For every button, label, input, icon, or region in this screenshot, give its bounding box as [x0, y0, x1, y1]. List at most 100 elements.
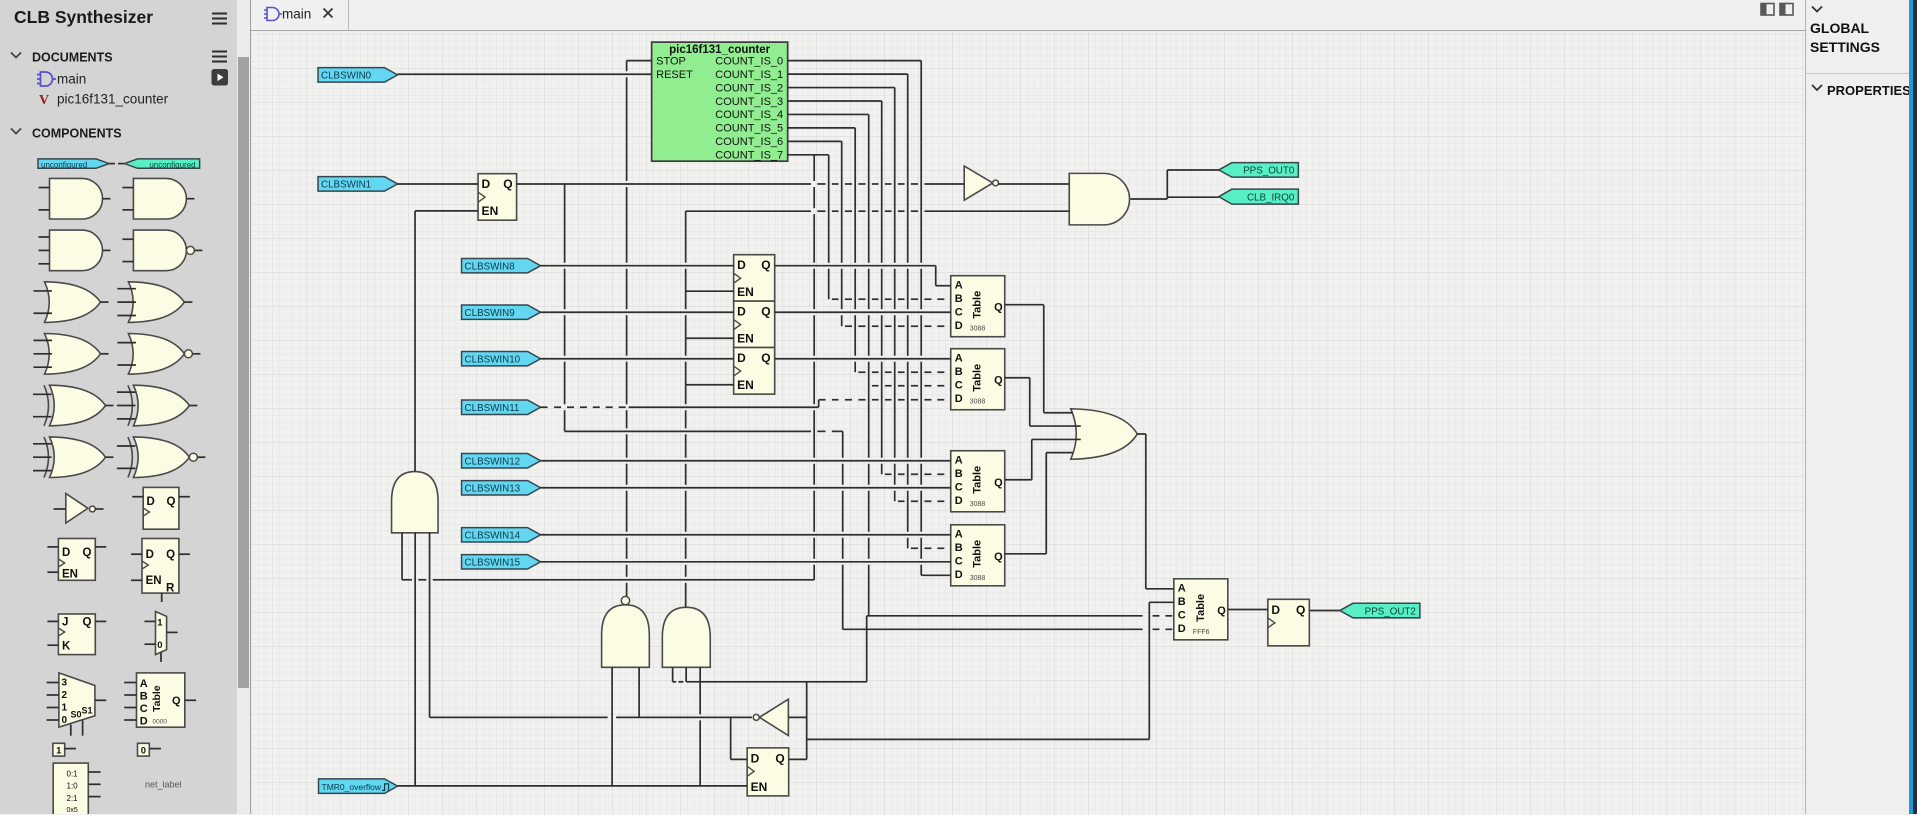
svg-text:GLOBAL: GLOBAL	[1810, 20, 1870, 36]
svg-text:STOP: STOP	[656, 55, 686, 67]
svg-text:EN: EN	[737, 331, 754, 345]
svg-text:D: D	[140, 716, 148, 728]
svg-text:A: A	[140, 678, 148, 690]
svg-text:unconfigured: unconfigured	[149, 160, 195, 169]
svg-text:D: D	[737, 304, 746, 318]
svg-text:1: 1	[56, 745, 62, 756]
svg-text:D: D	[146, 549, 154, 561]
svg-text:EN: EN	[146, 575, 162, 587]
svg-text:main: main	[57, 72, 86, 87]
svg-text:Q: Q	[167, 496, 176, 508]
svg-text:0: 0	[141, 745, 146, 756]
svg-text:COUNT_IS_5: COUNT_IS_5	[715, 122, 783, 134]
svg-text:1: 1	[157, 617, 163, 628]
svg-text:pic16f131_counter: pic16f131_counter	[57, 92, 169, 107]
svg-text:COUNT_IS_0: COUNT_IS_0	[715, 55, 783, 67]
svg-text:1:0: 1:0	[67, 782, 79, 791]
svg-text:SETTINGS: SETTINGS	[1810, 39, 1880, 55]
svg-text:Q: Q	[994, 476, 1003, 488]
svg-text:R: R	[166, 583, 175, 595]
svg-text:COUNT_IS_2: COUNT_IS_2	[715, 82, 783, 94]
svg-text:3: 3	[62, 678, 68, 689]
svg-text:D: D	[1271, 602, 1280, 616]
svg-text:C: C	[1177, 609, 1185, 621]
svg-text:COUNT_IS_1: COUNT_IS_1	[715, 68, 783, 80]
svg-text:main: main	[282, 7, 311, 22]
svg-text:Table: Table	[971, 363, 983, 391]
svg-text:Q: Q	[775, 751, 784, 765]
svg-text:2:1: 2:1	[67, 794, 79, 803]
svg-text:CLBSWIN12: CLBSWIN12	[464, 456, 520, 467]
svg-text:RESET: RESET	[656, 69, 693, 81]
svg-text:C: C	[140, 703, 148, 715]
svg-text:COUNT_IS_7: COUNT_IS_7	[715, 149, 783, 161]
svg-text:PPS_OUT2: PPS_OUT2	[1364, 606, 1415, 617]
svg-text:Q: Q	[166, 549, 175, 561]
svg-text:3088: 3088	[969, 398, 985, 405]
svg-text:CLBSWIN10: CLBSWIN10	[464, 354, 520, 365]
svg-text:Q: Q	[83, 547, 92, 559]
svg-text:B: B	[1177, 596, 1185, 608]
svg-text:CLB_IRQ0: CLB_IRQ0	[1246, 192, 1294, 203]
svg-text:3088: 3088	[969, 574, 985, 581]
svg-text:C: C	[954, 306, 962, 318]
svg-text:3088: 3088	[969, 325, 985, 332]
svg-text:PROPERTIES: PROPERTIES	[1827, 83, 1910, 98]
svg-text:COUNT_IS_6: COUNT_IS_6	[715, 136, 783, 148]
svg-text:A: A	[954, 352, 962, 364]
svg-text:D: D	[954, 320, 962, 332]
svg-text:Table: Table	[1194, 593, 1206, 621]
svg-text:0:1: 0:1	[67, 769, 79, 778]
svg-text:pic16f131_counter: pic16f131_counter	[669, 44, 771, 56]
svg-text:CLBSWIN11: CLBSWIN11	[464, 402, 519, 413]
svg-text:0: 0	[62, 715, 68, 726]
svg-text:Q: Q	[994, 374, 1003, 386]
svg-text:CLBSWIN0: CLBSWIN0	[321, 70, 372, 81]
svg-text:net_label: net_label	[145, 779, 182, 789]
svg-text:CLBSWIN9: CLBSWIN9	[464, 307, 514, 318]
svg-text:0000: 0000	[153, 719, 168, 726]
svg-text:V: V	[39, 93, 49, 108]
svg-text:EN: EN	[750, 779, 767, 793]
svg-text:FFF6: FFF6	[1192, 628, 1209, 635]
svg-text:COUNT_IS_4: COUNT_IS_4	[715, 109, 783, 121]
svg-text:2: 2	[62, 690, 68, 701]
svg-text:EN: EN	[481, 204, 498, 218]
svg-text:EN: EN	[737, 378, 754, 392]
svg-text:EN: EN	[62, 569, 78, 581]
svg-text:Q: Q	[761, 351, 770, 365]
svg-text:J: J	[62, 617, 68, 629]
svg-text:A: A	[954, 279, 962, 291]
svg-text:A: A	[1177, 582, 1185, 594]
svg-text:Q: Q	[1217, 604, 1226, 616]
svg-text:CLBSWIN13: CLBSWIN13	[464, 483, 520, 494]
svg-text:B: B	[954, 293, 962, 305]
svg-text:D: D	[954, 495, 962, 507]
svg-text:C: C	[954, 379, 962, 391]
svg-text:0x5: 0x5	[67, 807, 78, 814]
svg-text:Q: Q	[994, 550, 1003, 562]
svg-text:CLBSWIN8: CLBSWIN8	[464, 261, 515, 272]
svg-text:S1: S1	[82, 706, 93, 716]
svg-text:Table: Table	[151, 685, 163, 712]
svg-text:A: A	[954, 454, 962, 466]
svg-text:D: D	[62, 547, 70, 559]
svg-text:D: D	[147, 496, 155, 508]
svg-text:Q: Q	[761, 304, 770, 318]
svg-text:B: B	[954, 468, 962, 480]
svg-text:D: D	[954, 393, 962, 405]
svg-text:Table: Table	[971, 539, 983, 567]
svg-text:C: C	[954, 481, 962, 493]
svg-text:Q: Q	[172, 695, 181, 707]
svg-text:D: D	[737, 351, 746, 365]
svg-text:PPS_OUT0: PPS_OUT0	[1243, 165, 1295, 176]
svg-text:1: 1	[62, 703, 68, 714]
svg-text:D: D	[481, 177, 490, 191]
svg-text:unconfigured: unconfigured	[41, 160, 87, 169]
svg-text:COUNT_IS_3: COUNT_IS_3	[715, 95, 783, 107]
svg-text:C: C	[954, 555, 962, 567]
svg-text:Q: Q	[994, 301, 1003, 313]
svg-text:COMPONENTS: COMPONENTS	[32, 127, 122, 141]
svg-text:B: B	[954, 366, 962, 378]
svg-text:3088: 3088	[969, 500, 985, 507]
